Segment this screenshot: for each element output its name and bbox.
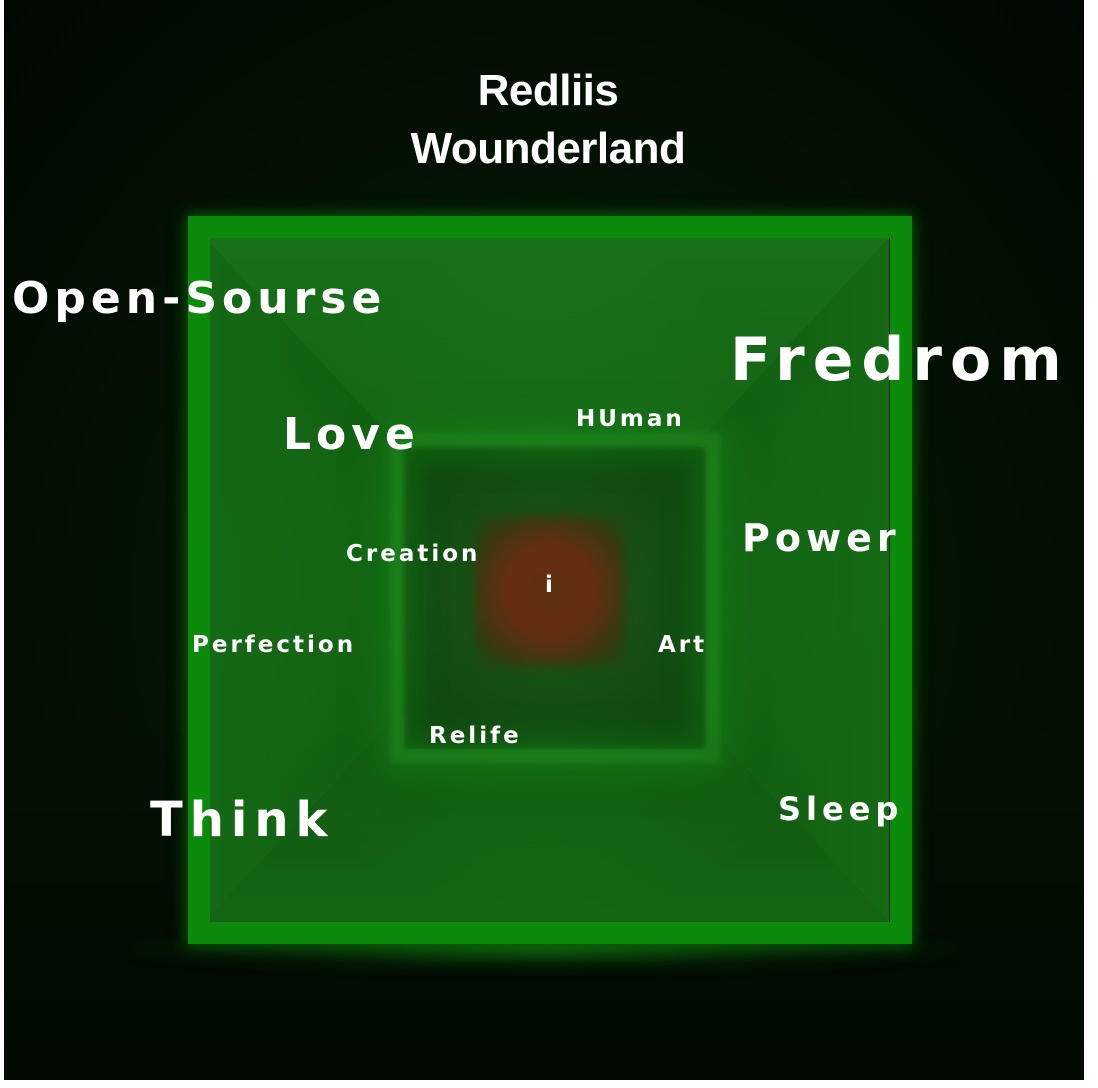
word-creation: Creation — [346, 541, 481, 567]
room-interior — [205, 238, 889, 922]
word-sleep: Sleep — [778, 790, 904, 828]
room-vignette — [205, 238, 889, 922]
word-perfection: Perfection — [192, 632, 357, 658]
word-art: Art — [658, 632, 708, 658]
word-relife: Relife — [429, 723, 522, 749]
title-line-2: Wounderland — [410, 124, 686, 173]
center-core-glow — [475, 516, 625, 666]
title-line-1: Redliis — [477, 66, 619, 115]
middle-square-frame — [390, 433, 720, 763]
word-love: Love — [283, 409, 420, 460]
word-i: i — [545, 572, 553, 598]
page-title: Redliis Wounderland — [348, 62, 748, 178]
word-think: Think — [150, 792, 335, 848]
word-human: HUman — [576, 406, 685, 432]
word-open-sourse: Open-Sourse — [12, 273, 387, 324]
outer-square-frame — [188, 216, 912, 944]
word-power: Power — [742, 516, 901, 560]
artwork-canvas: Redliis Wounderland Open-Sourse Fredrom … — [4, 0, 1084, 1080]
word-fredrom: Fredrom — [730, 325, 1070, 395]
